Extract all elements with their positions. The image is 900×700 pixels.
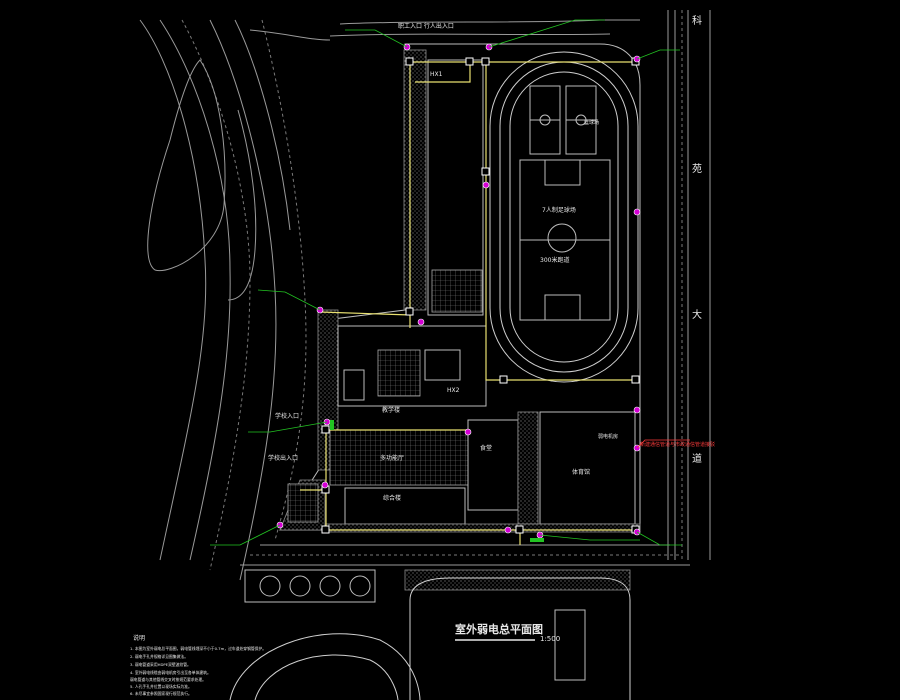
canteen-label: 食堂 xyxy=(480,444,492,452)
basketball-courts: 篮球场 xyxy=(529,85,599,155)
hall-building xyxy=(329,429,469,486)
gym-strip xyxy=(517,411,539,525)
note-line-1: 1. 本图为室外弱电总平面图，弱电管线埋深不小于0.7m，过车道处穿钢管保护。 xyxy=(130,646,266,651)
tag-hx2: HX2 xyxy=(447,387,460,394)
sports-field: 7人制足球场 300米跑道 xyxy=(489,51,639,383)
tag-hx1: HX1 xyxy=(430,71,443,78)
note-line-7: 6. 未尽事宜参照国家现行规范执行。 xyxy=(130,691,192,696)
note-line-3: 3. 弱电管道采用HDPE双壁波纹管。 xyxy=(130,662,191,667)
football-label: 7人制足球场 xyxy=(542,206,576,214)
right-road: 科 苑 大 道 xyxy=(667,10,711,560)
road-name-char-3: 大 xyxy=(692,308,702,321)
west-building-grid xyxy=(431,269,483,313)
building-b-label: 综合楼 xyxy=(383,494,401,502)
central-buildings: 教学楼 xyxy=(337,325,487,414)
building-a-label: 教学楼 xyxy=(382,406,400,414)
note-line-2: 2. 弱电手孔井规格详见图集做法。 xyxy=(130,654,188,659)
entrance-left-label: 学校入口 xyxy=(275,412,299,420)
west-buffer-strip xyxy=(403,49,427,311)
note-line-5: 弱电管道与其他管线交叉时按规范要求处理。 xyxy=(130,677,206,682)
main-entrance-label: 职工入口 行人出入口 xyxy=(398,22,454,30)
basketball-label: 篮球场 xyxy=(584,119,599,126)
annotation-leaders xyxy=(210,19,682,546)
road-name-char-4: 道 xyxy=(692,452,702,465)
bottom-road xyxy=(240,544,690,566)
gym-label: 体育馆 xyxy=(572,468,590,476)
equipment-nodes xyxy=(276,43,641,539)
left-road-curves xyxy=(139,19,307,581)
note-line-4: 4. 室外弱电线缆由弱电机房引出至各单体建筑。 xyxy=(130,670,211,675)
entrance-left2-label: 学校出入口 xyxy=(268,454,298,462)
note-line-6: 5. 人孔手孔井位置以现场实际为准。 xyxy=(130,684,192,689)
running-track-label: 300米跑道 xyxy=(540,256,569,264)
road-name-char-2: 苑 xyxy=(692,162,702,175)
notes-heading: 说明 xyxy=(133,634,145,642)
west-building xyxy=(427,59,484,316)
adjacent-site xyxy=(229,569,631,700)
red-connection-note: 新建通信管道与市政通信管道接驳 xyxy=(640,441,715,448)
gym-building xyxy=(539,411,636,525)
drawing-scale: 1:500 xyxy=(540,635,560,643)
drawing-title: 室外弱电总平面图 xyxy=(455,622,543,636)
road-name-char-1: 科 xyxy=(692,14,702,27)
building-c-block xyxy=(467,419,519,511)
building-b xyxy=(344,487,466,525)
top-road xyxy=(249,19,640,41)
hall-label: 多功能厅 xyxy=(380,454,404,462)
south-strip xyxy=(324,523,641,533)
design-notes: 说明 1. 本图为室外弱电总平面图，弱电管线埋深不小于0.7m，过车道处穿钢管保… xyxy=(130,634,266,696)
weak-room-label: 弱电机房 xyxy=(598,433,618,440)
